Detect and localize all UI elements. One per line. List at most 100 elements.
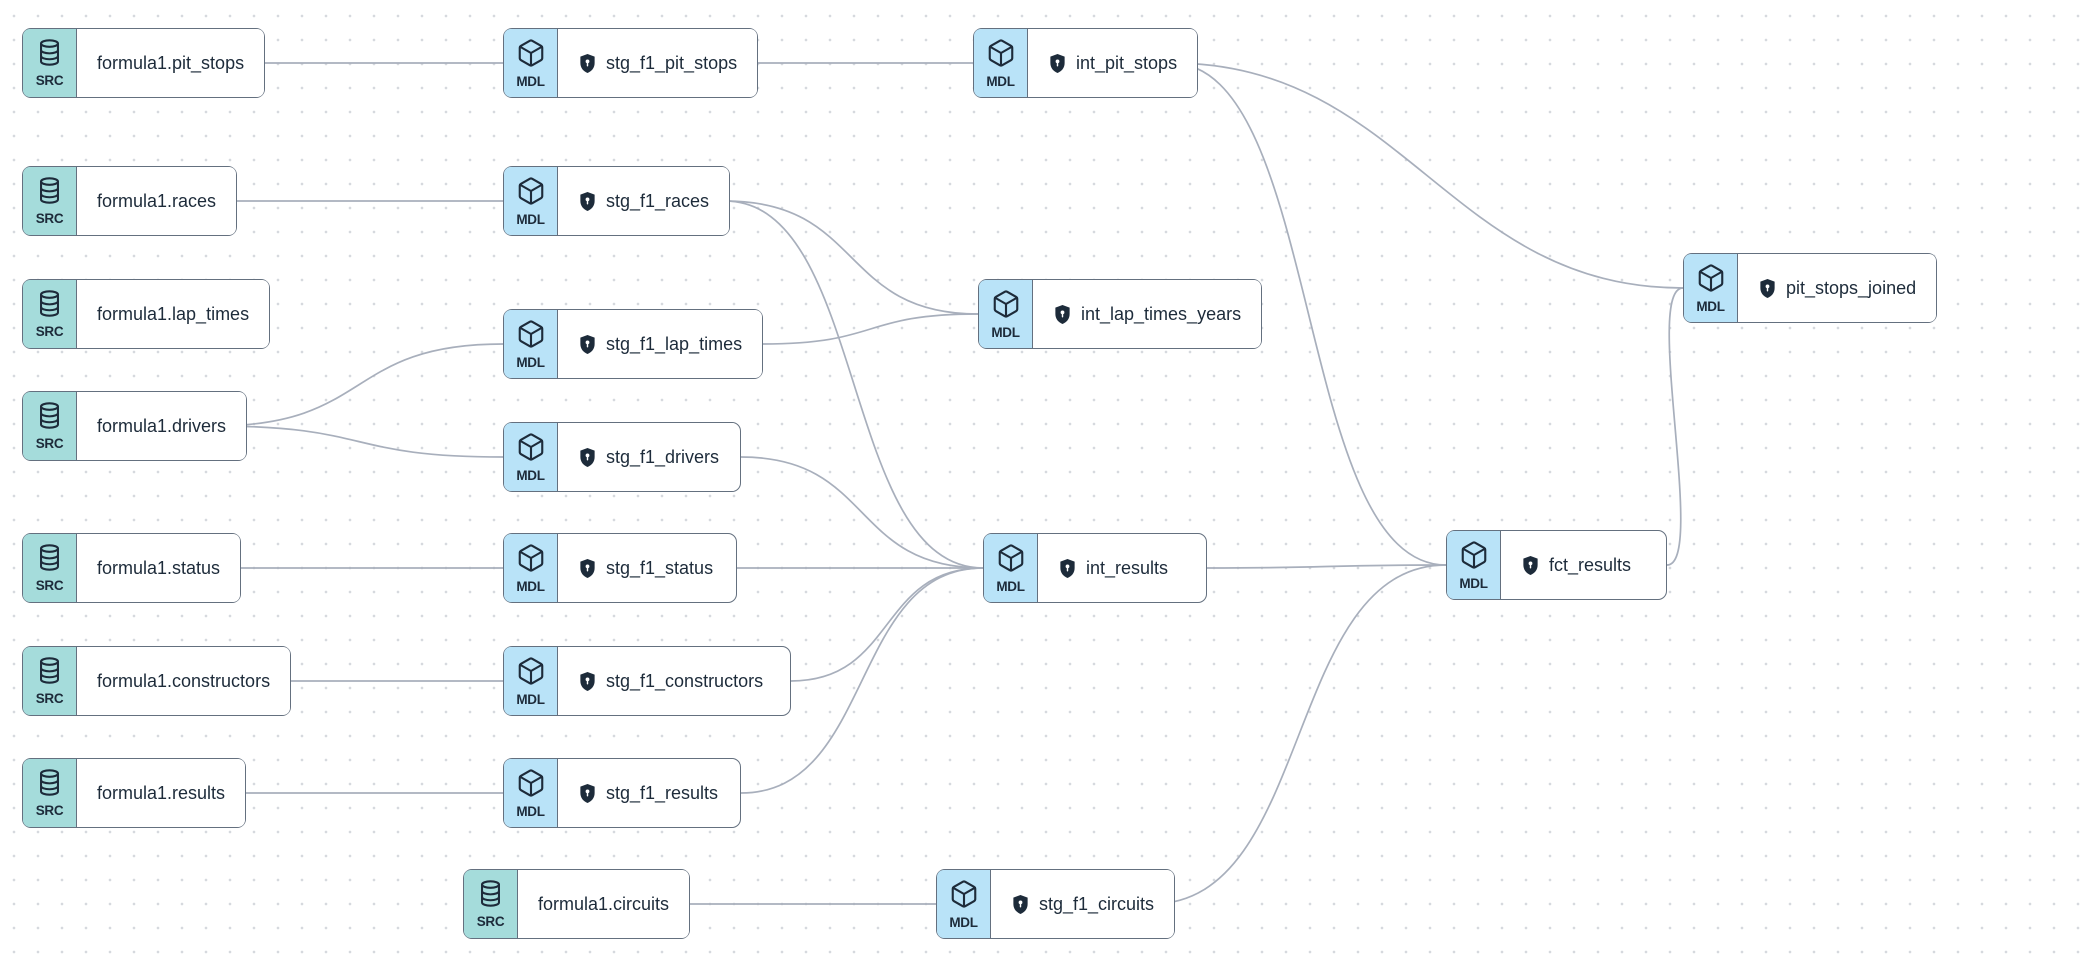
node-label-text: formula1.pit_stops (97, 53, 245, 73)
edge-src-drivers-to-stg-f1-lap-times (213, 343, 504, 427)
shield-lock-icon (1053, 304, 1072, 325)
lineage-node-src-circuits[interactable]: SRC formula1.circuits (463, 869, 691, 939)
shield-lock-icon (1521, 555, 1540, 576)
cube-icon (991, 289, 1021, 324)
cube-icon (516, 768, 546, 803)
lineage-node-src-races[interactable]: SRC formula1.races (22, 166, 238, 236)
node-label-text: pit_stops_joined (1786, 278, 1917, 298)
model-badge: MDL (937, 870, 991, 938)
lineage-node-stg-f1-results[interactable]: MDL stg_f1_results (503, 758, 741, 828)
model-badge: MDL (984, 534, 1038, 602)
lineage-node-stg-f1-lap-times[interactable]: MDL stg_f1_lap_times (503, 309, 764, 379)
database-icon (35, 38, 64, 72)
node-label: stg_f1_results (558, 759, 739, 827)
edge-stg-f1-races-to-int-results (724, 200, 984, 569)
cube-icon (516, 656, 546, 691)
lineage-node-src-lap-times[interactable]: SRC formula1.lap_times (22, 279, 271, 349)
edge-int-pit-stops-to-pit-stops-joined (1170, 62, 1684, 289)
database-icon (35, 543, 64, 577)
database-icon (476, 879, 505, 913)
node-label: int_results (1038, 534, 1189, 602)
database-icon (35, 176, 64, 210)
node-label-text: stg_f1_circuits (1039, 894, 1155, 914)
shield-lock-icon (1058, 558, 1077, 579)
shield-lock-icon (1758, 278, 1777, 299)
cube-icon (949, 879, 979, 914)
cube-icon (516, 319, 546, 354)
node-label-text: int_pit_stops (1076, 53, 1178, 73)
badge-label: SRC (476, 914, 505, 930)
lineage-node-pit-stops-joined[interactable]: MDL pit_stops_joined (1683, 253, 1938, 323)
node-label-text: formula1.lap_times (97, 304, 250, 324)
shield-lock-icon (578, 191, 597, 212)
lineage-node-int-results[interactable]: MDL int_results (983, 533, 1207, 603)
cube-icon (516, 432, 546, 467)
node-label: formula1.races (77, 167, 237, 235)
cube-icon (1696, 263, 1726, 298)
badge-label: MDL (516, 803, 545, 819)
node-label-text: formula1.results (97, 783, 226, 803)
node-label: formula1.status (77, 534, 241, 602)
node-label-text: stg_f1_results (606, 783, 719, 803)
badge-label: MDL (996, 578, 1025, 594)
edge-src-drivers-to-stg-f1-drivers (213, 425, 504, 458)
shield-lock-icon (578, 671, 597, 692)
edge-stg-f1-circuits-to-fct-results (1151, 564, 1447, 905)
badge-label: SRC (35, 691, 64, 707)
source-badge: SRC (23, 392, 77, 460)
model-badge: MDL (504, 647, 558, 715)
source-badge: SRC (23, 167, 77, 235)
lineage-node-src-results[interactable]: SRC formula1.results (22, 758, 247, 828)
lineage-node-src-status[interactable]: SRC formula1.status (22, 533, 242, 603)
node-label: int_lap_times_years (1033, 280, 1262, 348)
source-badge: SRC (23, 280, 77, 348)
lineage-node-stg-f1-drivers[interactable]: MDL stg_f1_drivers (503, 422, 741, 492)
shield-lock-icon (578, 447, 597, 468)
edge-stg-f1-drivers-to-int-results (740, 456, 984, 569)
model-badge: MDL (979, 280, 1033, 348)
node-label-text: stg_f1_drivers (606, 447, 720, 467)
edge-stg-f1-constructors-to-int-results (790, 567, 984, 682)
shield-lock-icon (578, 53, 597, 74)
database-icon (35, 289, 64, 323)
badge-label: MDL (1459, 575, 1488, 591)
cube-icon (516, 176, 546, 211)
node-label: int_pit_stops (1028, 29, 1198, 97)
badge-label: SRC (35, 803, 64, 819)
lineage-node-fct-results[interactable]: MDL fct_results (1446, 530, 1667, 600)
lineage-node-stg-f1-status[interactable]: MDL stg_f1_status (503, 533, 737, 603)
badge-label: MDL (1696, 298, 1725, 314)
model-badge: MDL (504, 310, 558, 378)
node-label: pit_stops_joined (1738, 254, 1937, 322)
shield-lock-icon (578, 334, 597, 355)
node-label: formula1.lap_times (77, 280, 270, 348)
node-label-text: stg_f1_status (606, 558, 714, 578)
edge-int-pit-stops-to-fct-results (1170, 62, 1447, 566)
shield-lock-icon (1048, 53, 1067, 74)
node-label-text: stg_f1_lap_times (606, 334, 743, 354)
badge-label: SRC (35, 324, 64, 340)
node-label-text: formula1.status (97, 558, 221, 578)
cube-icon (516, 38, 546, 73)
lineage-node-stg-f1-circuits[interactable]: MDL stg_f1_circuits (936, 869, 1176, 939)
database-icon (35, 768, 64, 802)
edge-fct-results-to-pit-stops-joined (1666, 287, 1684, 566)
badge-label: SRC (35, 578, 64, 594)
node-label-text: fct_results (1549, 555, 1632, 575)
node-label: formula1.pit_stops (77, 29, 265, 97)
node-label: formula1.circuits (518, 870, 690, 938)
badge-label: MDL (516, 467, 545, 483)
shield-lock-icon (578, 783, 597, 804)
model-badge: MDL (504, 534, 558, 602)
cube-icon (986, 38, 1016, 73)
badge-label: SRC (35, 211, 64, 227)
